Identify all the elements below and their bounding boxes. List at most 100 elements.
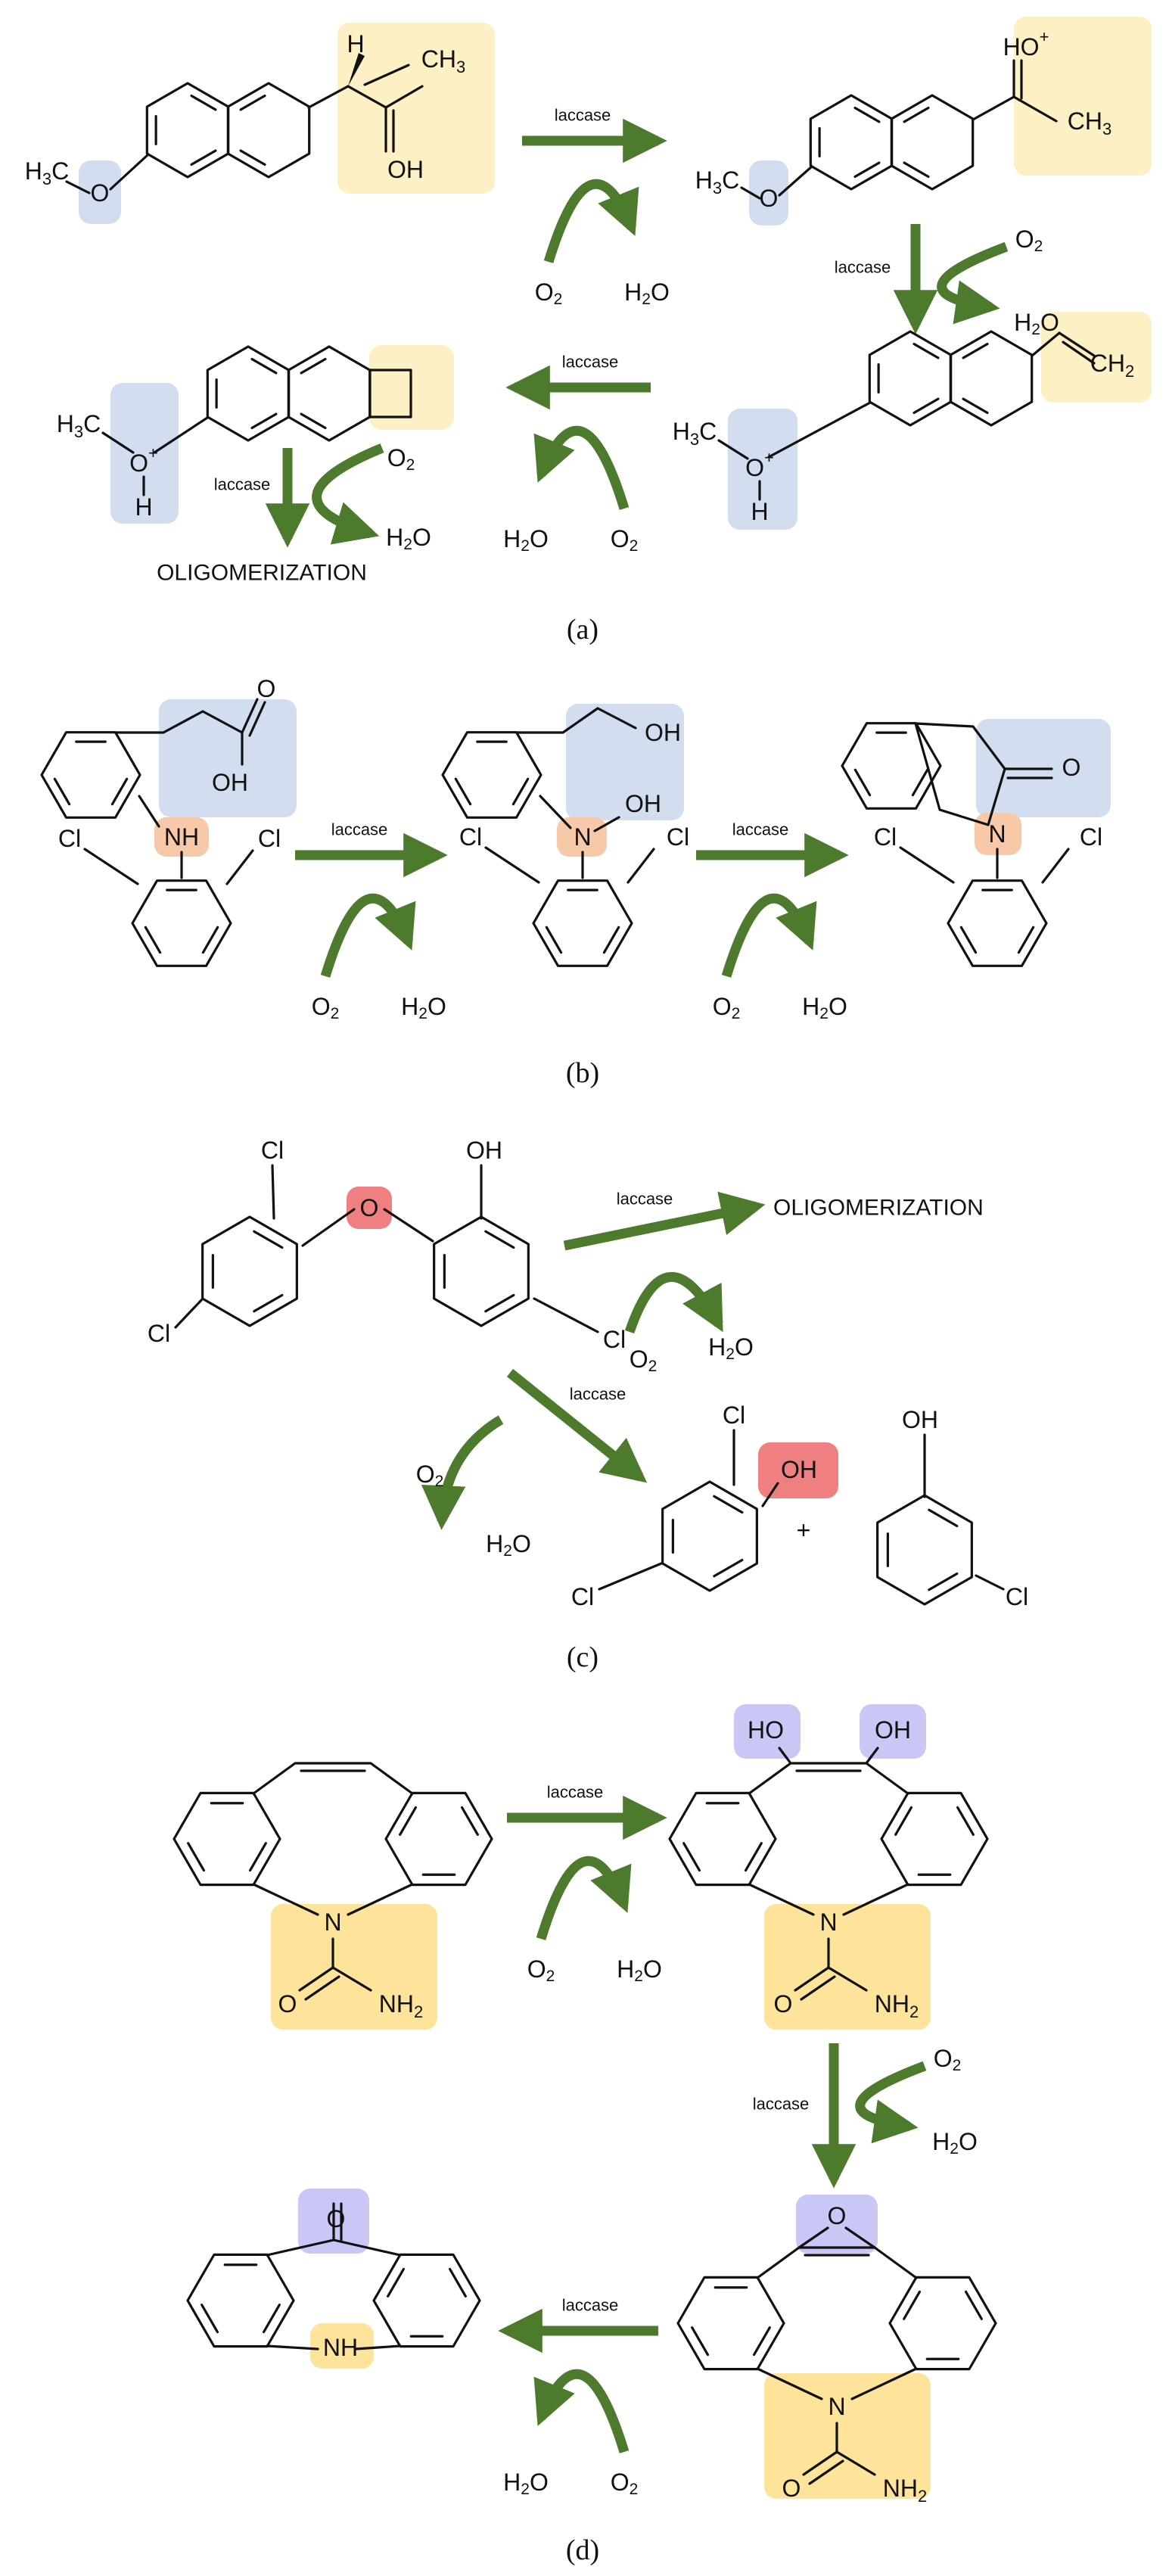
amide-o-2: O bbox=[774, 1990, 793, 2018]
cyclobutane-ring bbox=[368, 369, 412, 418]
bond bbox=[800, 1975, 836, 2001]
bond bbox=[975, 1574, 1005, 1591]
epoxide-o: O bbox=[828, 2202, 847, 2229]
bond bbox=[271, 1164, 275, 1220]
oxonium-highlight-2 bbox=[110, 383, 179, 524]
double-bond bbox=[239, 94, 266, 111]
step-c1-o2-curve bbox=[624, 1272, 723, 1334]
bond bbox=[827, 1966, 868, 1992]
double-bond bbox=[201, 926, 219, 954]
step-a3-laccase-label: laccase bbox=[562, 353, 619, 372]
step-b1-laccase-label: laccase bbox=[331, 820, 388, 839]
cl-left-3: Cl bbox=[874, 823, 897, 851]
bond bbox=[65, 180, 91, 194]
step-a4-h2o-label: H2O bbox=[386, 524, 431, 553]
naphthalene-ring-left bbox=[809, 94, 894, 191]
bond bbox=[347, 85, 387, 109]
caption-b: (b) bbox=[566, 1057, 599, 1089]
double-bond bbox=[253, 1230, 284, 1249]
bond bbox=[717, 439, 749, 460]
bond bbox=[844, 2226, 876, 2249]
bond bbox=[347, 1883, 414, 1916]
lactam-o: O bbox=[1062, 754, 1081, 781]
methoxy-highlight bbox=[79, 160, 121, 224]
double-bond bbox=[964, 2290, 983, 2320]
double-bond bbox=[262, 2304, 281, 2334]
step-d3-o2-label: O2 bbox=[611, 2469, 639, 2498]
bond bbox=[1062, 341, 1096, 365]
bond bbox=[138, 795, 160, 828]
dihydroxy-left-ring bbox=[668, 1791, 777, 1887]
carbamoyl-highlight-2 bbox=[764, 1904, 931, 2030]
amine-highlight-d bbox=[310, 2323, 374, 2369]
bond bbox=[756, 2246, 918, 2279]
bond bbox=[835, 2450, 876, 2476]
epoxide-right-ring bbox=[888, 2276, 997, 2371]
bond bbox=[252, 1762, 414, 1795]
naphthalene-ring-left bbox=[206, 345, 291, 442]
double-bond bbox=[853, 768, 872, 797]
step-c2-o2-curve bbox=[421, 1415, 504, 1530]
wedge-bond bbox=[348, 53, 365, 86]
bond bbox=[174, 1297, 204, 1329]
double-bond bbox=[713, 1558, 744, 1578]
naphthalene-ring-left bbox=[868, 330, 953, 427]
bond bbox=[748, 1883, 815, 1916]
carbamazepine-right-ring bbox=[384, 1791, 493, 1887]
naphthalene-ring-right bbox=[949, 330, 1034, 427]
caption-a: (a) bbox=[567, 614, 598, 646]
double-bond bbox=[928, 1572, 959, 1591]
h3c-label: H3C bbox=[25, 157, 69, 188]
bond bbox=[266, 2344, 319, 2350]
step-d3-o2-curve bbox=[533, 2369, 630, 2453]
step-d1-o2-label: O2 bbox=[527, 1955, 555, 1985]
double-bond bbox=[484, 1230, 515, 1249]
n-label: N bbox=[574, 823, 591, 851]
step-d2-o2-curve bbox=[855, 2061, 927, 2144]
ether-highlight bbox=[347, 1187, 392, 1229]
bond bbox=[354, 2344, 402, 2350]
bond bbox=[83, 848, 139, 885]
bond bbox=[756, 2367, 823, 2400]
dcp-oh: OH bbox=[781, 1456, 817, 1483]
double-bond bbox=[484, 1293, 515, 1313]
bond bbox=[241, 698, 259, 734]
step-c1-h2o-label: H2O bbox=[708, 1333, 754, 1363]
ch3-label-2: CH3 bbox=[1068, 107, 1111, 138]
double-bond bbox=[913, 397, 940, 415]
double-bond bbox=[190, 94, 217, 111]
double-bond bbox=[511, 777, 530, 806]
step-a4-laccase-label: laccase bbox=[214, 475, 271, 494]
bond bbox=[225, 849, 254, 885]
step-a4-o2-label: O2 bbox=[387, 444, 415, 474]
dichlorophenyl-ring bbox=[532, 879, 633, 967]
cl-top: Cl bbox=[261, 1137, 284, 1164]
step-a2-h2o-label: H2O bbox=[1014, 309, 1059, 338]
step-b2-h2o-label: H2O bbox=[802, 993, 847, 1022]
h3c-label-2: H3C bbox=[695, 166, 739, 198]
bond bbox=[301, 1208, 356, 1247]
double-bond bbox=[110, 777, 129, 806]
naphthalene-ring-right bbox=[226, 82, 311, 179]
cl-right-c: Cl bbox=[603, 1326, 626, 1353]
bond bbox=[109, 153, 150, 191]
bond bbox=[304, 1975, 340, 2001]
double-bond bbox=[201, 2304, 219, 2334]
double-bond bbox=[913, 342, 940, 359]
step-d2-o2-label: O2 bbox=[934, 2045, 962, 2074]
cp-oh: OH bbox=[902, 1406, 938, 1433]
bond bbox=[252, 1883, 319, 1916]
methoxy-o: O bbox=[91, 179, 110, 207]
bond bbox=[598, 1562, 663, 1591]
cl-top-2: Cl bbox=[723, 1402, 745, 1429]
step-d2-laccase-label: laccase bbox=[753, 2095, 810, 2114]
carbamazepine-left-ring bbox=[173, 1791, 281, 1887]
oxonium-o: O+ bbox=[745, 448, 774, 482]
double-bond bbox=[602, 926, 620, 954]
step-a3-h2o-label: H2O bbox=[503, 525, 549, 555]
double-bond bbox=[53, 777, 71, 806]
step-b2-o2-curve bbox=[721, 893, 817, 978]
step-d1-o2-curve bbox=[536, 1856, 632, 1940]
bond bbox=[850, 2367, 918, 2400]
acid-oh-b: OH bbox=[212, 769, 248, 796]
